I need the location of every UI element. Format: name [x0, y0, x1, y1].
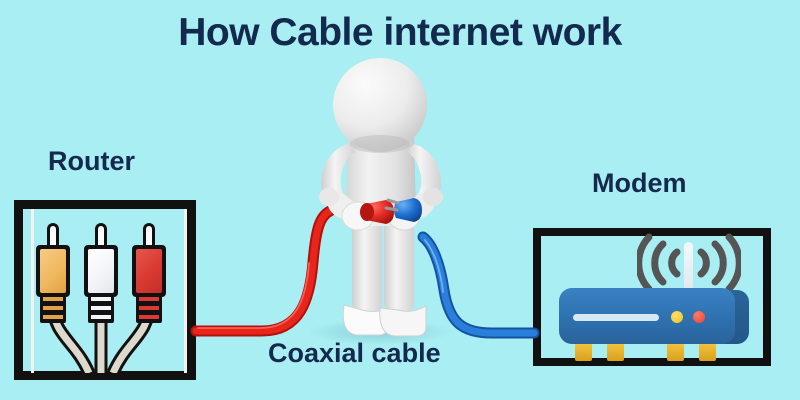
- modem-body: [559, 288, 735, 344]
- modem-led-red: [693, 311, 705, 323]
- rca-grip-ridge: [43, 315, 63, 319]
- figure-legs: [342, 218, 427, 337]
- rca-grip-ridge: [139, 306, 159, 310]
- modem-led-yellow: [671, 311, 683, 323]
- rca-barrel-fill: [136, 249, 162, 293]
- rca-barrel: [84, 245, 118, 297]
- rca-tip-shell: [95, 223, 107, 249]
- modem-status-lightbar: [573, 314, 659, 321]
- rca-grip-ridge: [43, 297, 63, 301]
- page-title: How Cable internet work: [178, 11, 622, 54]
- modem-foot: [575, 341, 592, 361]
- rca-grip: [88, 293, 114, 323]
- modem-antenna: [684, 242, 693, 300]
- router-label: Router: [48, 146, 135, 176]
- rca-grip-ridge: [91, 315, 111, 319]
- rca-barrel: [132, 245, 166, 297]
- modem-label: Modem: [592, 168, 687, 198]
- rca-grip-ridge: [91, 297, 111, 301]
- plug-prong: [386, 198, 400, 205]
- rca-tip-shell: [47, 223, 59, 249]
- rca-tip-pin: [50, 226, 56, 246]
- red-plug: [360, 200, 394, 224]
- rca-barrel-fill: [88, 249, 114, 293]
- rca-tip-pin: [98, 226, 104, 246]
- rca-barrel: [36, 245, 70, 297]
- rca-grip-ridge: [139, 315, 159, 319]
- rca-grip: [136, 293, 162, 323]
- router-device-frame: [14, 200, 196, 380]
- modem-device: [559, 233, 749, 361]
- modem-foot: [667, 341, 684, 361]
- rca-tip-pin: [146, 226, 152, 246]
- rca-tip-shell: [143, 223, 155, 249]
- rca-barrel-fill: [40, 249, 66, 293]
- person-figure: [308, 58, 452, 345]
- figure-head: [333, 58, 427, 152]
- rca-grip-ridge: [43, 306, 63, 310]
- router-frame-inner-border: [31, 209, 187, 373]
- rca-grip-ridge: [139, 297, 159, 301]
- modem-foot: [607, 341, 624, 361]
- plug-prong: [384, 206, 399, 212]
- modem-foot: [699, 341, 716, 361]
- rca-grip-ridge: [91, 306, 111, 310]
- modem-device-frame: [533, 228, 771, 366]
- rca-grip: [40, 293, 66, 323]
- blue-plug: [384, 198, 422, 222]
- wifi-signal-icon: [637, 233, 741, 292]
